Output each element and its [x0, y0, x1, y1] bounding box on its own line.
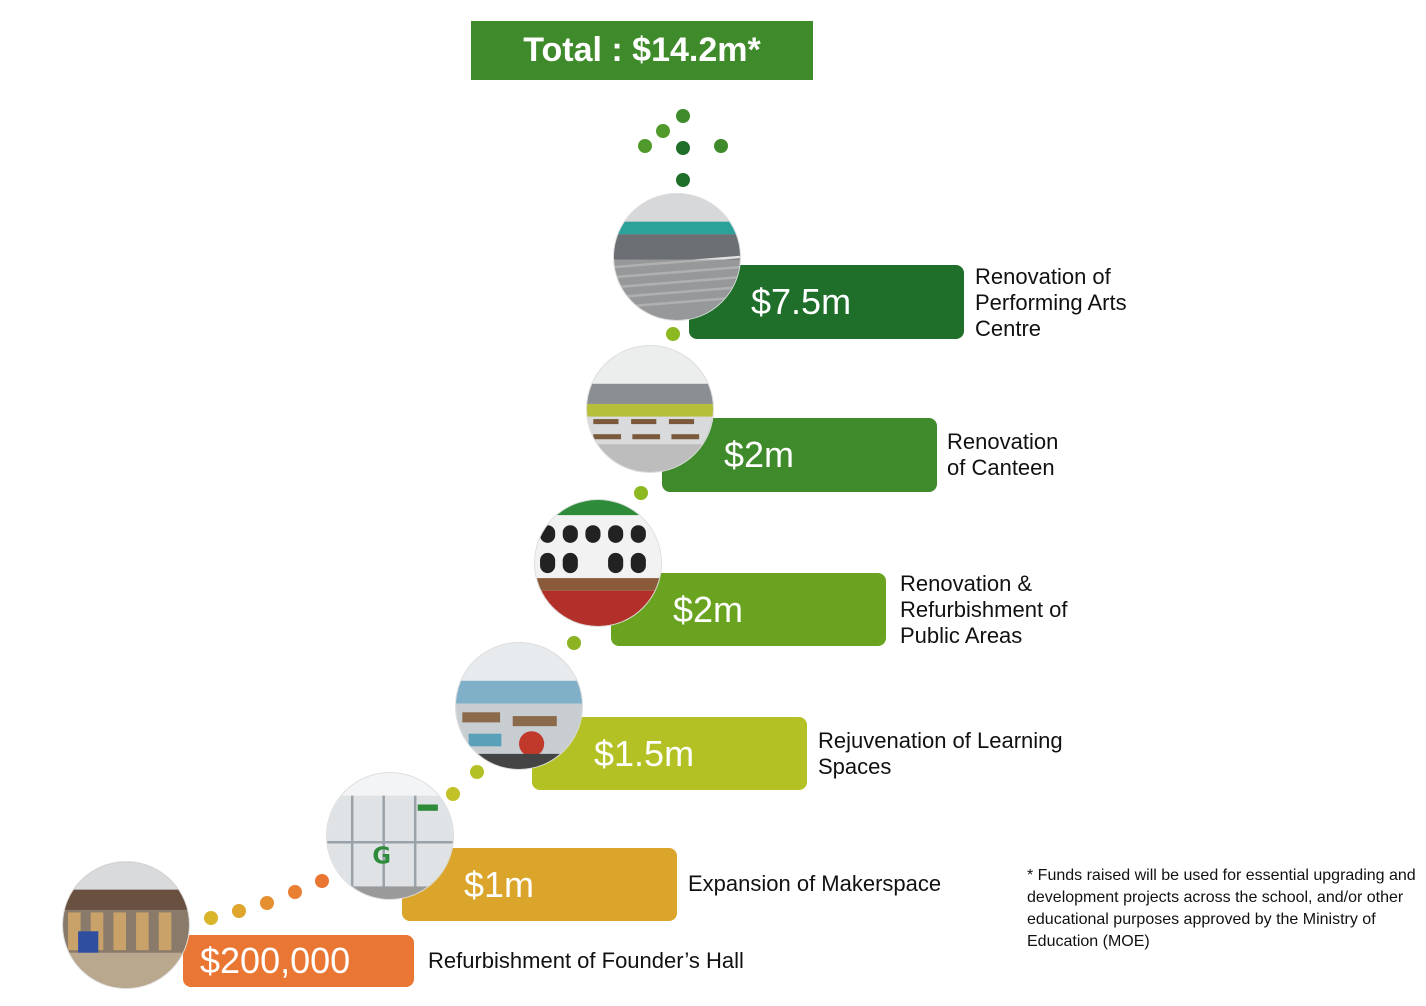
- svg-text:G: G: [372, 844, 391, 870]
- dot: [260, 896, 274, 910]
- amount-label: $2m: [673, 588, 744, 630]
- photo-public-areas: [535, 500, 661, 626]
- dot: [656, 124, 670, 138]
- dot: [676, 173, 690, 187]
- amount-label: $2m: [724, 434, 795, 475]
- dot: [288, 885, 302, 899]
- step-description-makerspace: Expansion of Makerspace: [688, 871, 942, 896]
- photo-founders-hall: [63, 862, 189, 988]
- dot: [676, 109, 690, 123]
- amount-label: $7.5m: [751, 281, 852, 322]
- photo-arts-centre: [614, 194, 740, 320]
- total-badge: Total : $14.2m*: [471, 21, 813, 80]
- amount-label: $1.5m: [594, 732, 695, 774]
- dot: [470, 765, 484, 779]
- footnote: * Funds raised will be used for essentia…: [1027, 867, 1416, 950]
- amount-bar-learning-spaces: $1.5m: [532, 717, 807, 790]
- total-label: Total : $14.2m*: [523, 31, 761, 69]
- amount-bar-public-areas: $2m: [611, 573, 886, 646]
- step-description-arts-centre: Renovation of Performing Arts Centre: [975, 264, 1127, 341]
- dot: [567, 636, 581, 650]
- step-description-public-areas: Renovation & Refurbishment of Public Are…: [900, 571, 1068, 648]
- photo-makerspace: G: [327, 773, 453, 899]
- dot: [666, 327, 680, 341]
- dot: [634, 486, 648, 500]
- step-description-founders-hall: Refurbishment of Founder’s Hall: [428, 948, 744, 973]
- dot: [638, 139, 652, 153]
- amount-label: $1m: [464, 863, 535, 905]
- dot: [204, 911, 218, 925]
- photo-learning-spaces: [456, 643, 582, 769]
- step-description-canteen: Renovation of Canteen: [947, 429, 1059, 480]
- amount-bar-founders-hall: $200,000: [183, 935, 414, 987]
- step-description-learning-spaces: Rejuvenation of Learning Spaces: [818, 728, 1063, 779]
- dot: [714, 139, 728, 153]
- dot: [315, 874, 329, 888]
- dot: [676, 141, 690, 155]
- amount-label: $200,000: [200, 940, 351, 981]
- dot: [232, 904, 246, 918]
- dot: [446, 787, 460, 801]
- photo-canteen: [587, 346, 713, 472]
